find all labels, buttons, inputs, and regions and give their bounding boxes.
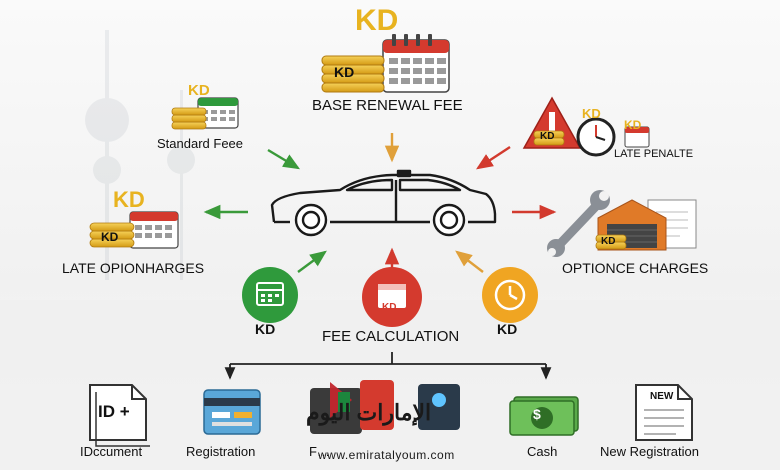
standard-fee-label: Standard Feee	[157, 136, 244, 151]
late-charges-kd-top: KD	[113, 187, 145, 212]
late-penalty-kd-3: KD	[540, 131, 555, 142]
option-charges-kd: KD	[601, 236, 616, 247]
standard-fee-icon	[171, 97, 239, 130]
late-penalty-kd-1: KD	[582, 106, 601, 121]
id-document-icon	[89, 384, 150, 447]
kd-right-label: KD	[497, 321, 518, 337]
doc-label-id: IDccument	[80, 444, 143, 459]
late-charges-kd-coin: KD	[101, 230, 119, 244]
option-charges-icon	[547, 190, 697, 257]
arrow-standard-fee	[267, 148, 301, 170]
doc-label-registration: Registration	[186, 444, 256, 459]
background-towers	[85, 30, 195, 280]
kd-right-circle-icon	[482, 267, 538, 323]
kd-left-circle-icon	[242, 267, 298, 323]
arrow-late-penalty	[475, 145, 511, 170]
late-penalty-label: LATE PENALTE	[614, 148, 694, 160]
base-fee-kd-large: KD	[355, 4, 399, 37]
watermark-logo	[330, 382, 352, 418]
base-fee-kd-coin: KD	[334, 64, 355, 80]
cash-icon	[509, 396, 579, 436]
arrow-kd-left	[297, 250, 327, 273]
documents-bracket	[224, 352, 552, 380]
kd-left-label: KD	[255, 321, 276, 337]
late-charges-icon	[89, 211, 179, 249]
base-fee-icon	[321, 34, 450, 93]
id-card-text: ID +	[98, 402, 130, 421]
watermark-arabic: الإمارات اليوم	[306, 400, 432, 425]
doc-label-cash: Cash	[527, 444, 558, 459]
car-outline	[270, 169, 497, 237]
cash-dollar-sign: $	[533, 406, 541, 422]
option-charges-label: OPTIONCE CHARGES	[562, 260, 709, 276]
standard-fee-kd-top: KD	[188, 82, 210, 99]
fee-calc-kd: KD	[382, 302, 397, 313]
doc-label-new-registration: New Registration	[600, 444, 699, 459]
registration-card-icon	[203, 389, 261, 435]
fee-calculation-circle-icon	[362, 267, 422, 327]
base-renewal-fee-label: BASE RENEWAL FEE	[312, 97, 463, 114]
fee-calculation-label: FEE CALCULATION	[322, 328, 460, 345]
new-card-text: NEW	[650, 391, 674, 402]
late-option-charges-label: LATE OPIONHARGES	[62, 260, 205, 276]
late-penalty-kd-2: KD	[624, 118, 642, 132]
arrow-kd-right	[455, 250, 484, 273]
watermark-url: www.emiratalyoum.com	[318, 448, 455, 462]
late-penalty-icon	[522, 96, 650, 157]
new-registration-icon	[635, 384, 693, 441]
doc-label-payment: F…	[309, 444, 330, 459]
